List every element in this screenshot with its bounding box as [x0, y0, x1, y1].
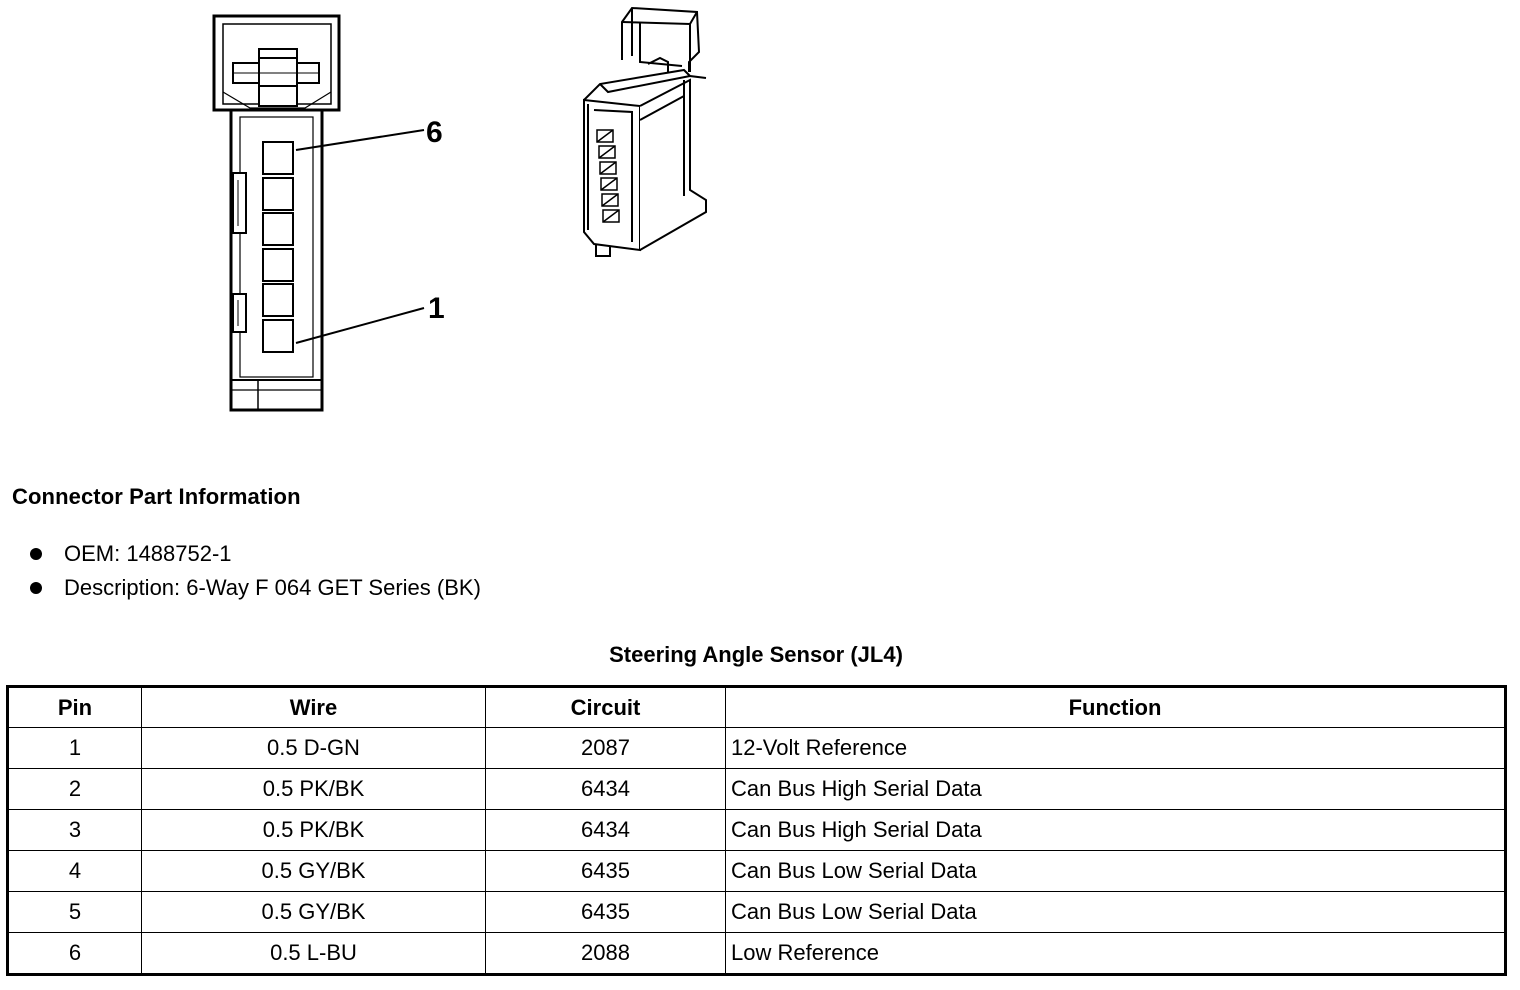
- header-function: Function: [725, 686, 1506, 728]
- pin-6-callout: 6: [426, 116, 443, 149]
- header-circuit: Circuit: [485, 686, 726, 728]
- pin-table: Pin Wire Circuit Function 1 0.5 D-GN 208…: [6, 685, 1507, 976]
- pin-cell: 3: [7, 809, 142, 851]
- table-title: Steering Angle Sensor (JL4): [609, 642, 903, 667]
- pin-1-callout: 1: [428, 292, 445, 325]
- wire-cell: 0.5 D-GN: [141, 727, 486, 769]
- header-wire: Wire: [141, 686, 486, 728]
- pin-cell: 6: [7, 932, 142, 975]
- connector-iso-view: [583, 6, 707, 257]
- circuit-cell: 6435: [485, 850, 726, 892]
- circuit-cell: 6434: [485, 768, 726, 810]
- pin-cell: 5: [7, 891, 142, 933]
- table-row: 4 0.5 GY/BK 6435 Can Bus Low Serial Data: [7, 850, 1506, 892]
- function-cell: Can Bus Low Serial Data: [725, 891, 1506, 933]
- wire-cell: 0.5 GY/BK: [141, 850, 486, 892]
- description-text: Description: 6-Way F 064 GET Series (BK): [64, 575, 481, 600]
- wire-cell: 0.5 PK/BK: [141, 809, 486, 851]
- connector-info-list: OEM: 1488752-1 Description: 6-Way F 064 …: [28, 537, 481, 605]
- function-cell: Can Bus Low Serial Data: [725, 850, 1506, 892]
- header-pin: Pin: [7, 686, 142, 728]
- function-cell: Can Bus High Serial Data: [725, 768, 1506, 810]
- wire-cell: 0.5 L-BU: [141, 932, 486, 975]
- bullet-icon: [30, 548, 42, 560]
- table-row: 6 0.5 L-BU 2088 Low Reference: [7, 932, 1506, 975]
- table-header-row: Pin Wire Circuit Function: [7, 686, 1506, 728]
- function-cell: Can Bus High Serial Data: [725, 809, 1506, 851]
- wire-cell: 0.5 PK/BK: [141, 768, 486, 810]
- wire-cell: 0.5 GY/BK: [141, 891, 486, 933]
- table-row: 1 0.5 D-GN 2087 12-Volt Reference: [7, 727, 1506, 769]
- table-row: 2 0.5 PK/BK 6434 Can Bus High Serial Dat…: [7, 768, 1506, 810]
- oem-text: OEM: 1488752-1: [64, 541, 232, 566]
- connector-face-view: [212, 14, 425, 412]
- table-row: 3 0.5 PK/BK 6434 Can Bus High Serial Dat…: [7, 809, 1506, 851]
- connector-diagram: 6 1: [212, 6, 707, 412]
- circuit-cell: 2088: [485, 932, 726, 975]
- pin-cell: 1: [7, 727, 142, 769]
- list-item: OEM: 1488752-1: [28, 537, 481, 571]
- circuit-cell: 2087: [485, 727, 726, 769]
- list-item: Description: 6-Way F 064 GET Series (BK): [28, 571, 481, 605]
- circuit-cell: 6434: [485, 809, 726, 851]
- pin-cell: 2: [7, 768, 142, 810]
- bullet-icon: [30, 582, 42, 594]
- circuit-cell: 6435: [485, 891, 726, 933]
- function-cell: Low Reference: [725, 932, 1506, 975]
- function-cell: 12-Volt Reference: [725, 727, 1506, 769]
- pin-cell: 4: [7, 850, 142, 892]
- table-row: 5 0.5 GY/BK 6435 Can Bus Low Serial Data: [7, 891, 1506, 933]
- connector-info-title: Connector Part Information: [12, 484, 301, 509]
